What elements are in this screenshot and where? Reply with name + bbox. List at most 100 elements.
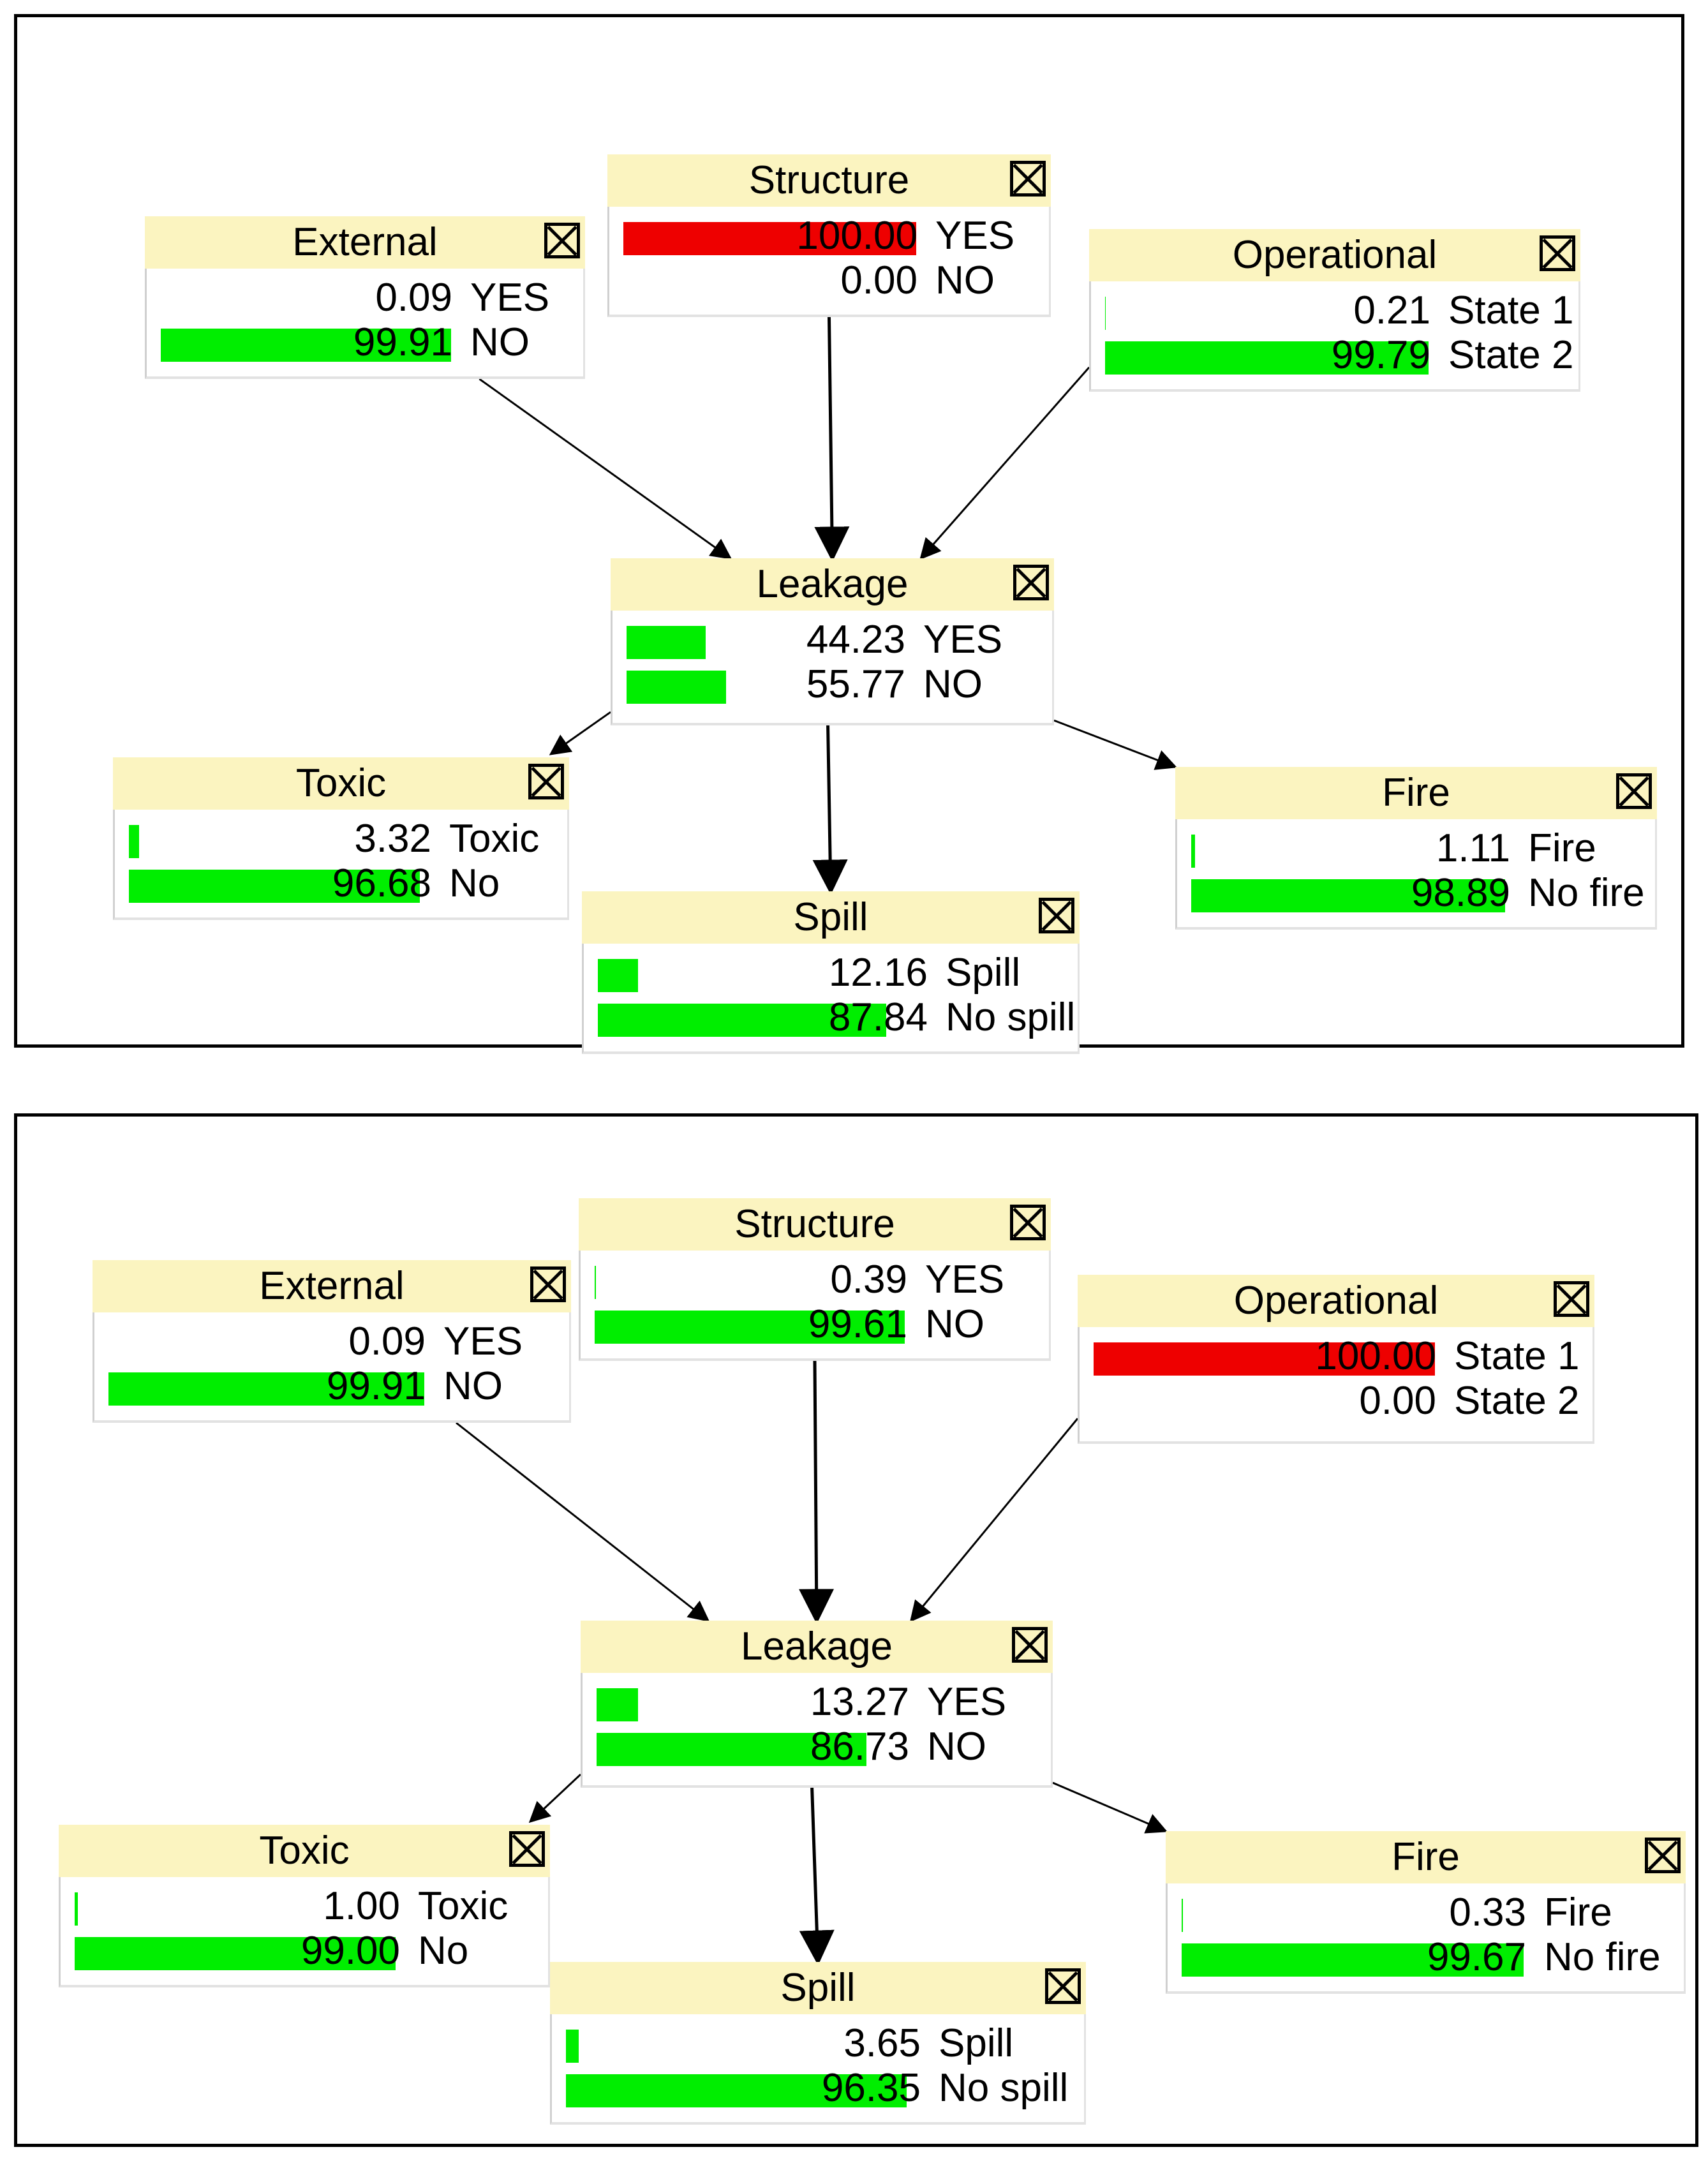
node-title: Spill [780,1966,856,2010]
node-title: External [292,220,438,264]
node-title-bar: Leakage [611,558,1054,613]
node-title-bar: External [93,1260,571,1314]
state-label: Toxic [449,817,540,861]
close-icon[interactable] [528,764,564,799]
state-row: 0.09 YES [147,278,583,318]
close-icon[interactable] [1012,1627,1048,1663]
close-icon[interactable] [1045,1968,1081,2004]
state-label: State 1 [1448,288,1574,332]
node-title: Operational [1233,1279,1439,1323]
node-title-bar: Operational [1078,1275,1594,1329]
edge-leakage-to-toxic [549,711,611,755]
close-icon[interactable] [1645,1838,1681,1873]
node-title-bar: Operational [1089,229,1580,283]
close-icon[interactable] [509,1831,545,1867]
state-probability: 13.27 [810,1680,909,1724]
edge-external-to-leakage [456,1422,710,1623]
close-icon[interactable] [1554,1281,1589,1317]
probability-bar [1094,1342,1435,1376]
node-operational[interactable]: Operational 0.21 State 1 99.79 State 2 [1089,229,1580,392]
state-row: 55.77 NO [613,664,1052,705]
edge-leakage-to-toxic [528,1773,582,1823]
state-label: YES [470,276,550,320]
node-title: Fire [1392,1835,1460,1879]
state-probability: 55.77 [806,662,905,706]
state-probability: 0.33 [1449,1890,1526,1935]
state-probability: 99.79 [1331,333,1430,377]
node-title: Operational [1232,233,1437,277]
state-label: State 2 [1448,333,1574,377]
state-row: 98.89 No fire [1177,873,1655,914]
state-label: NO [927,1725,986,1769]
node-title-bar: Fire [1175,767,1657,821]
edge-operational-to-leakage [909,1418,1079,1623]
edges-layer [456,1360,1168,1966]
node-title: Toxic [295,761,387,805]
node-title-bar: External [145,216,585,271]
state-label: Spill [946,951,1021,995]
state-probability: 0.21 [1353,288,1430,332]
node-title-bar: Leakage [581,1621,1053,1675]
state-probability: 98.89 [1411,871,1510,915]
close-icon[interactable] [1010,161,1046,197]
close-icon[interactable] [1540,235,1575,271]
state-probability: 0.09 [375,276,452,320]
state-label: Toxic [418,1884,509,1928]
node-title-bar: Structure [607,154,1051,209]
probability-bar [598,1004,886,1037]
node-title: Toxic [259,1829,350,1873]
state-label: Fire [1544,1890,1612,1935]
close-icon[interactable] [1010,1205,1046,1240]
probability-bar [627,626,706,659]
edge-operational-to-leakage [919,366,1090,560]
node-title-bar: Toxic [113,757,569,812]
close-icon[interactable] [530,1266,566,1302]
probability-bar [595,1266,596,1299]
close-icon[interactable] [1039,898,1074,933]
state-label: NO [923,662,983,706]
probability-bar [595,1311,905,1344]
edge-leakage-to-fire [1052,1781,1168,1834]
probability-bar [75,1892,78,1926]
node-title-bar: Structure [579,1198,1051,1252]
close-icon[interactable] [544,223,580,258]
probability-bar [566,2030,579,2063]
state-row: 0.21 State 1 [1091,290,1578,331]
probability-bar [161,329,451,362]
state-probability: 96.35 [821,2066,921,2110]
state-probability: 100.00 [1315,1334,1436,1378]
close-icon[interactable] [1013,565,1049,600]
probability-bar [627,671,726,704]
probability-bar [1182,1899,1183,1932]
close-icon[interactable] [1616,773,1652,809]
state-label: YES [927,1680,1007,1724]
state-label: No fire [1528,871,1645,915]
edge-structure-to-leakage [814,316,850,562]
state-probability: 3.65 [843,2021,921,2065]
node-title-bar: Spill [582,891,1080,946]
